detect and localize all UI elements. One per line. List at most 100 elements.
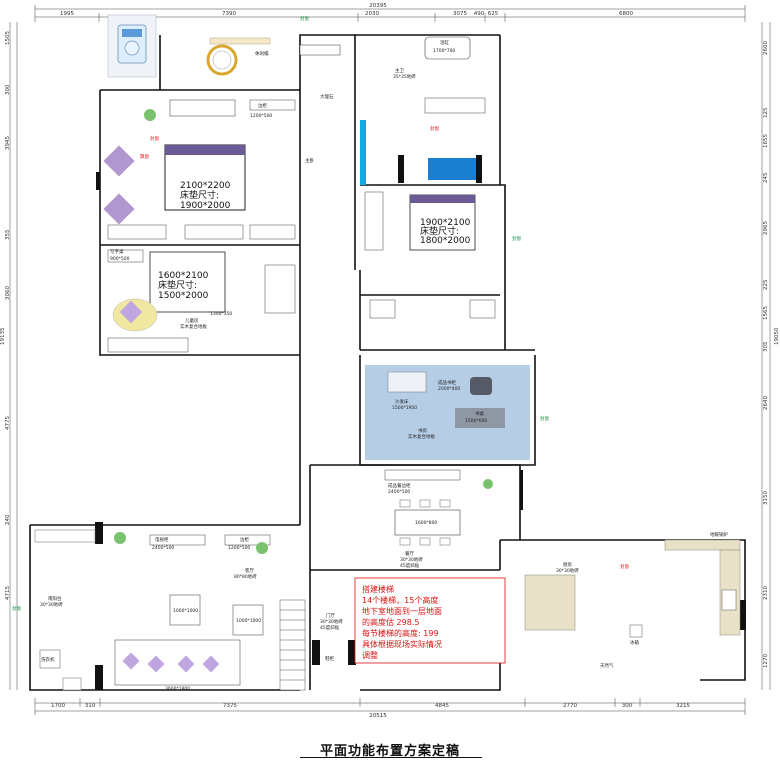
small-bath-sink (469, 299, 496, 319)
washer-image (107, 14, 157, 78)
bathtub (424, 36, 471, 60)
annot-red-3: 封窗 (620, 563, 629, 570)
dimension-left (9, 22, 18, 690)
tub-size: 1700*700 (433, 48, 455, 54)
dim-bottom-3: 7375 (223, 703, 237, 709)
bed2-mattress: 1800*2000 (420, 236, 471, 246)
shoe-cabinet (149, 534, 206, 546)
living-cushions (122, 652, 220, 673)
side-table-master (249, 99, 296, 111)
label-window-top: 封窗 (300, 15, 309, 22)
side-table-living-size: 1200*500 (228, 545, 250, 551)
dim-left-8: 4715 (5, 586, 11, 600)
side-table-living (224, 534, 271, 546)
annot-window-study: 封窗 (540, 415, 549, 422)
dim-right-12: 1270 (763, 654, 769, 668)
dim-right-7: 1565 (763, 306, 769, 320)
dim-bottom-5: 2770 (563, 703, 577, 709)
stove (721, 589, 737, 611)
sofa-label: 沙发床 (395, 398, 409, 405)
kids-room-label: 儿童房 (185, 317, 199, 324)
annot-window-left: 封窗 (12, 605, 21, 612)
dim-left-5: 3060 (5, 286, 11, 300)
balcony-cabinet (62, 677, 82, 691)
rest-bed-label: 休闲榻 (255, 50, 269, 57)
cabinet-size: 2000*400 (438, 386, 460, 392)
stairs (279, 599, 306, 691)
blue-closet (428, 158, 476, 180)
desk-small (107, 249, 144, 263)
kitchen-counter (524, 539, 741, 636)
dim-top-1: 1995 (60, 11, 74, 17)
small-bath-shower (369, 299, 396, 319)
dim-right-11: 2310 (763, 586, 769, 600)
annot-red-1: 封窗 (150, 135, 159, 142)
master-wardrobe (107, 224, 296, 240)
sofa-size: 1500*1950 (392, 405, 417, 411)
south-balcony-floor: 30*30地砖 (40, 601, 63, 608)
master-room-label: 主卧 (305, 157, 314, 164)
dim-top-4: 3075 (453, 11, 467, 17)
kids-room-floor: 实木复合地板 (180, 323, 207, 330)
bed2-size: 1900*2100 (420, 218, 471, 228)
dining-table (394, 509, 461, 536)
dim-left-3: 3945 (5, 136, 11, 150)
dim-top-2: 7390 (222, 11, 236, 17)
sofa-living-size: 3600*1800 (165, 686, 190, 692)
dim-right-total: 19050 (774, 327, 780, 345)
round-table (206, 44, 238, 76)
dining-floor2: 45度斜贴 (400, 562, 420, 569)
dimension-bottom (34, 698, 746, 715)
vanity (424, 97, 486, 114)
side-table-size: 1200*500 (250, 113, 272, 119)
sideboard-size: 2400*500 (388, 489, 410, 495)
dim-left-6: 4775 (5, 416, 11, 430)
desk-small-size: 900*500 (110, 256, 130, 262)
washer-label: 洗衣机 (41, 656, 55, 663)
dim-top-5: 490 (474, 11, 485, 17)
bed2-wardrobe (364, 191, 384, 251)
living-label: 客厅 (245, 567, 254, 574)
dim-right-8: 305 (763, 341, 769, 352)
dim-right-3: 1655 (763, 134, 769, 148)
sideboard-label: 成品餐边柜 (388, 482, 411, 489)
dining-table-size: 1600*800 (415, 520, 437, 526)
dim-right-6: 225 (763, 279, 769, 290)
dim-bottom-6: 300 (622, 703, 633, 709)
living-table-1 (169, 594, 201, 626)
annot-window-bed2: 封窗 (512, 235, 521, 242)
dim-bottom-4: 4845 (435, 703, 449, 709)
plant-master (144, 109, 156, 121)
dim-top-7: 6800 (619, 11, 633, 17)
master-bed-text: 床垫尺寸: (180, 189, 219, 201)
dimension-right (761, 22, 771, 690)
dim-bottom-1: 1700 (51, 703, 65, 709)
marble-label: 大理石 (320, 93, 334, 100)
kitchen-label: 厨房 (563, 561, 572, 568)
storage-top (299, 44, 341, 56)
dim-top-total: 20395 (369, 3, 387, 9)
note-line-3: 地下室地面到一层地面 (362, 606, 442, 616)
fridge-label: 冰箱 (630, 639, 639, 646)
corridor-stripe (360, 120, 366, 185)
dim-top-6: 625 (488, 11, 499, 17)
heater-label: 地暖锅炉 (710, 531, 728, 538)
dim-bottom-2: 310 (85, 703, 96, 709)
bay-window-cushions-master (103, 145, 135, 225)
sideboard (384, 469, 461, 481)
dim-left-total: 19135 (0, 327, 6, 345)
kids-bed (149, 251, 226, 313)
hall-label: 门厅 (326, 612, 335, 619)
master-bed-size: 2100*2200 (180, 181, 231, 191)
desk-small-label: 写字桌 (110, 248, 124, 255)
tub-label: 浴缸 (440, 39, 449, 46)
dim-left-1: 1505 (5, 31, 11, 45)
plan-title: 平面功能布置方案定稿 (319, 744, 460, 759)
study-floor: 实木复合地板 (408, 433, 435, 440)
dim-right-2: 125 (763, 107, 769, 118)
bath-floor: 35*35地砖 (393, 73, 416, 80)
dim-left-2: 300 (5, 84, 11, 95)
plants (114, 479, 493, 554)
gas-label: 天然气 (600, 662, 614, 669)
